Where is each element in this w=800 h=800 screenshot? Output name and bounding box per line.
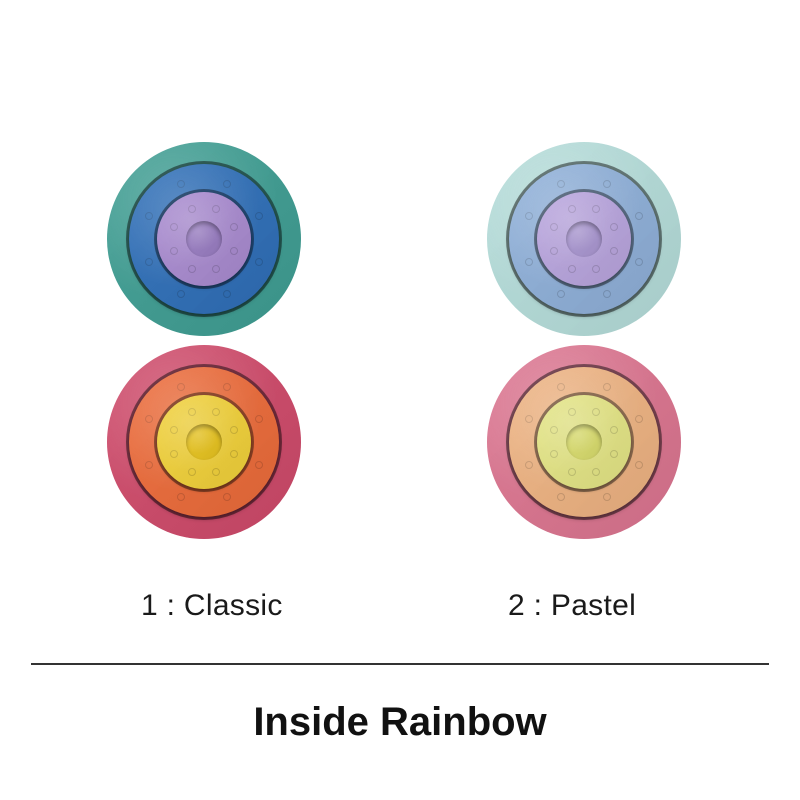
- peg-dot-icon: [187, 408, 196, 417]
- peg-dot-icon: [524, 415, 533, 424]
- peg-dot-icon: [229, 222, 238, 231]
- peg-dot-icon: [212, 264, 221, 273]
- peg-dot-icon: [144, 212, 153, 221]
- peg-dot-icon: [170, 247, 179, 256]
- classic-bottom-inner-ring: [157, 395, 251, 489]
- peg-dot-icon: [550, 247, 559, 256]
- classic-stack-top: [107, 142, 301, 336]
- peg-dot-icon: [170, 222, 179, 231]
- peg-dot-icon: [592, 408, 601, 417]
- peg-dot-icon: [170, 425, 179, 434]
- pastel-bottom-hub: [566, 424, 602, 460]
- peg-dot-icon: [592, 205, 601, 214]
- peg-dot-icon: [524, 212, 533, 221]
- peg-dot-icon: [229, 450, 238, 459]
- peg-dot-icon: [255, 212, 264, 221]
- peg-dot-icon: [635, 460, 644, 469]
- peg-dot-icon: [212, 467, 221, 476]
- peg-dot-icon: [550, 450, 559, 459]
- peg-dot-icon: [567, 408, 576, 417]
- pastel-stack-top: [487, 142, 681, 336]
- peg-dot-icon: [187, 205, 196, 214]
- peg-dot-icon: [229, 425, 238, 434]
- peg-dot-icon: [609, 247, 618, 256]
- peg-dot-icon: [550, 222, 559, 231]
- peg-dot-icon: [177, 493, 186, 502]
- peg-dot-icon: [222, 290, 231, 299]
- peg-dot-icon: [255, 415, 264, 424]
- peg-dot-icon: [602, 290, 611, 299]
- peg-dot-icon: [255, 460, 264, 469]
- peg-dot-icon: [609, 425, 618, 434]
- pastel-top-hub: [566, 221, 602, 257]
- peg-dot-icon: [550, 425, 559, 434]
- peg-dot-icon: [609, 222, 618, 231]
- pastel-top-middle-ring: [509, 164, 659, 314]
- peg-dot-icon: [144, 257, 153, 266]
- peg-dot-icon: [170, 450, 179, 459]
- peg-dot-icon: [557, 179, 566, 188]
- peg-dot-icon: [229, 247, 238, 256]
- peg-dot-icon: [592, 467, 601, 476]
- classic-top-middle-ring: [129, 164, 279, 314]
- divider-line: [31, 663, 769, 665]
- peg-dot-icon: [212, 205, 221, 214]
- peg-dot-icon: [524, 460, 533, 469]
- pastel-stack-bottom: [487, 345, 681, 539]
- peg-dot-icon: [567, 205, 576, 214]
- peg-dot-icon: [609, 450, 618, 459]
- classic-stack-bottom: [107, 345, 301, 539]
- peg-dot-icon: [144, 415, 153, 424]
- peg-dot-icon: [592, 264, 601, 273]
- peg-dot-icon: [557, 290, 566, 299]
- pastel-label: 2 : Pastel: [508, 589, 637, 622]
- peg-dot-icon: [602, 179, 611, 188]
- peg-dot-icon: [222, 382, 231, 391]
- peg-dot-icon: [144, 460, 153, 469]
- peg-dot-icon: [635, 257, 644, 266]
- product-title: Inside Rainbow: [253, 700, 547, 744]
- classic-label: 1 : Classic: [141, 589, 283, 622]
- peg-dot-icon: [177, 382, 186, 391]
- peg-dot-icon: [567, 467, 576, 476]
- peg-dot-icon: [222, 493, 231, 502]
- peg-dot-icon: [635, 212, 644, 221]
- peg-dot-icon: [602, 382, 611, 391]
- peg-dot-icon: [187, 467, 196, 476]
- peg-dot-icon: [635, 415, 644, 424]
- peg-dot-icon: [212, 408, 221, 417]
- peg-dot-icon: [567, 264, 576, 273]
- peg-dot-icon: [557, 382, 566, 391]
- peg-dot-icon: [222, 179, 231, 188]
- classic-bottom-hub: [186, 424, 222, 460]
- peg-dot-icon: [177, 290, 186, 299]
- peg-dot-icon: [177, 179, 186, 188]
- classic-top-hub: [186, 221, 222, 257]
- peg-dot-icon: [602, 493, 611, 502]
- peg-dot-icon: [524, 257, 533, 266]
- peg-dot-icon: [187, 264, 196, 273]
- peg-dot-icon: [255, 257, 264, 266]
- peg-dot-icon: [557, 493, 566, 502]
